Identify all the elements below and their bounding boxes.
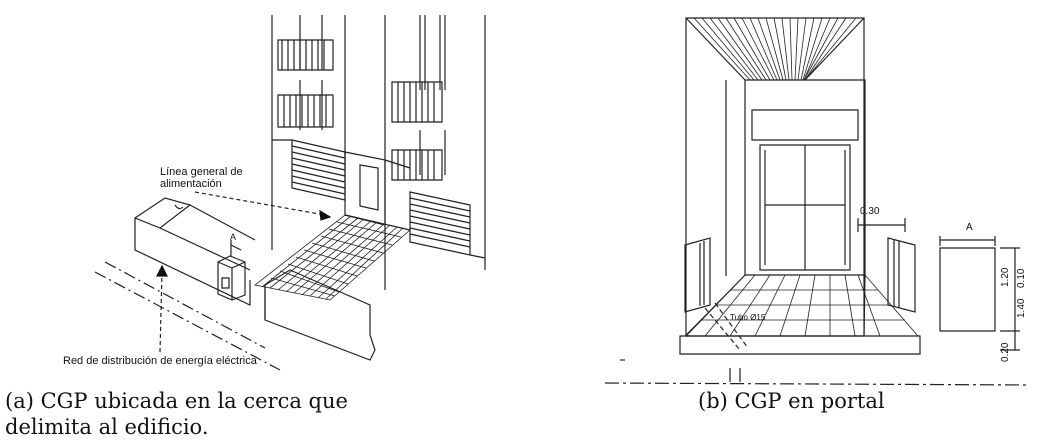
drawing-cgp-fence — [0, 0, 560, 390]
figure-a: Línea general de alimentación A Red de d… — [0, 0, 560, 439]
cgp-box-right — [888, 238, 915, 312]
tube-label: Tubo Ø15 — [730, 313, 766, 322]
dim-030-line — [858, 218, 905, 232]
network-arrow — [160, 272, 162, 352]
fence-wall-left — [135, 198, 255, 305]
dim-010: 0.10 — [1016, 268, 1027, 288]
reference-box — [940, 236, 1020, 350]
dim-a: A — [966, 222, 973, 233]
label-line-general: Línea general de alimentación — [160, 166, 243, 190]
cgp-box — [218, 240, 245, 300]
dim-120: 1.20 — [1000, 267, 1011, 287]
figure-b: 0.30 A 1.20 1.40 0.10 0.20 Tubo Ø15 (b) … — [590, 0, 1038, 445]
label-line-1: Línea general de — [160, 166, 243, 178]
dim-020: 0.20 — [1000, 342, 1011, 362]
ground-line — [605, 368, 1030, 385]
fence-wall-right — [265, 270, 375, 360]
ceiling-slats — [694, 18, 856, 80]
dim-140: 1.40 — [1016, 298, 1027, 318]
arrowhead — [320, 211, 330, 220]
step — [680, 336, 920, 354]
drawing-cgp-portal — [590, 0, 1038, 390]
entrance — [345, 152, 410, 230]
arrowhead — [157, 266, 167, 276]
dim-030: 0.30 — [860, 206, 880, 217]
label-a: A — [230, 232, 237, 242]
floor-grid — [685, 275, 918, 336]
caption-a: (a) CGP ubicada en la cerca que delimita… — [5, 389, 348, 439]
portal-sidewalls — [686, 80, 865, 336]
line-arrow — [195, 192, 325, 215]
tube — [705, 303, 748, 350]
building-left — [272, 15, 345, 250]
label-network: Red de distribución de energía eléctrica — [63, 355, 257, 367]
caption-b: (b) CGP en portal — [698, 389, 885, 413]
cgp-box-left — [685, 238, 710, 312]
street-lines — [95, 262, 280, 370]
building-right — [385, 15, 485, 290]
label-line-2: alimentación — [160, 178, 222, 190]
portal-door — [745, 80, 865, 275]
paving-grid — [255, 215, 410, 300]
